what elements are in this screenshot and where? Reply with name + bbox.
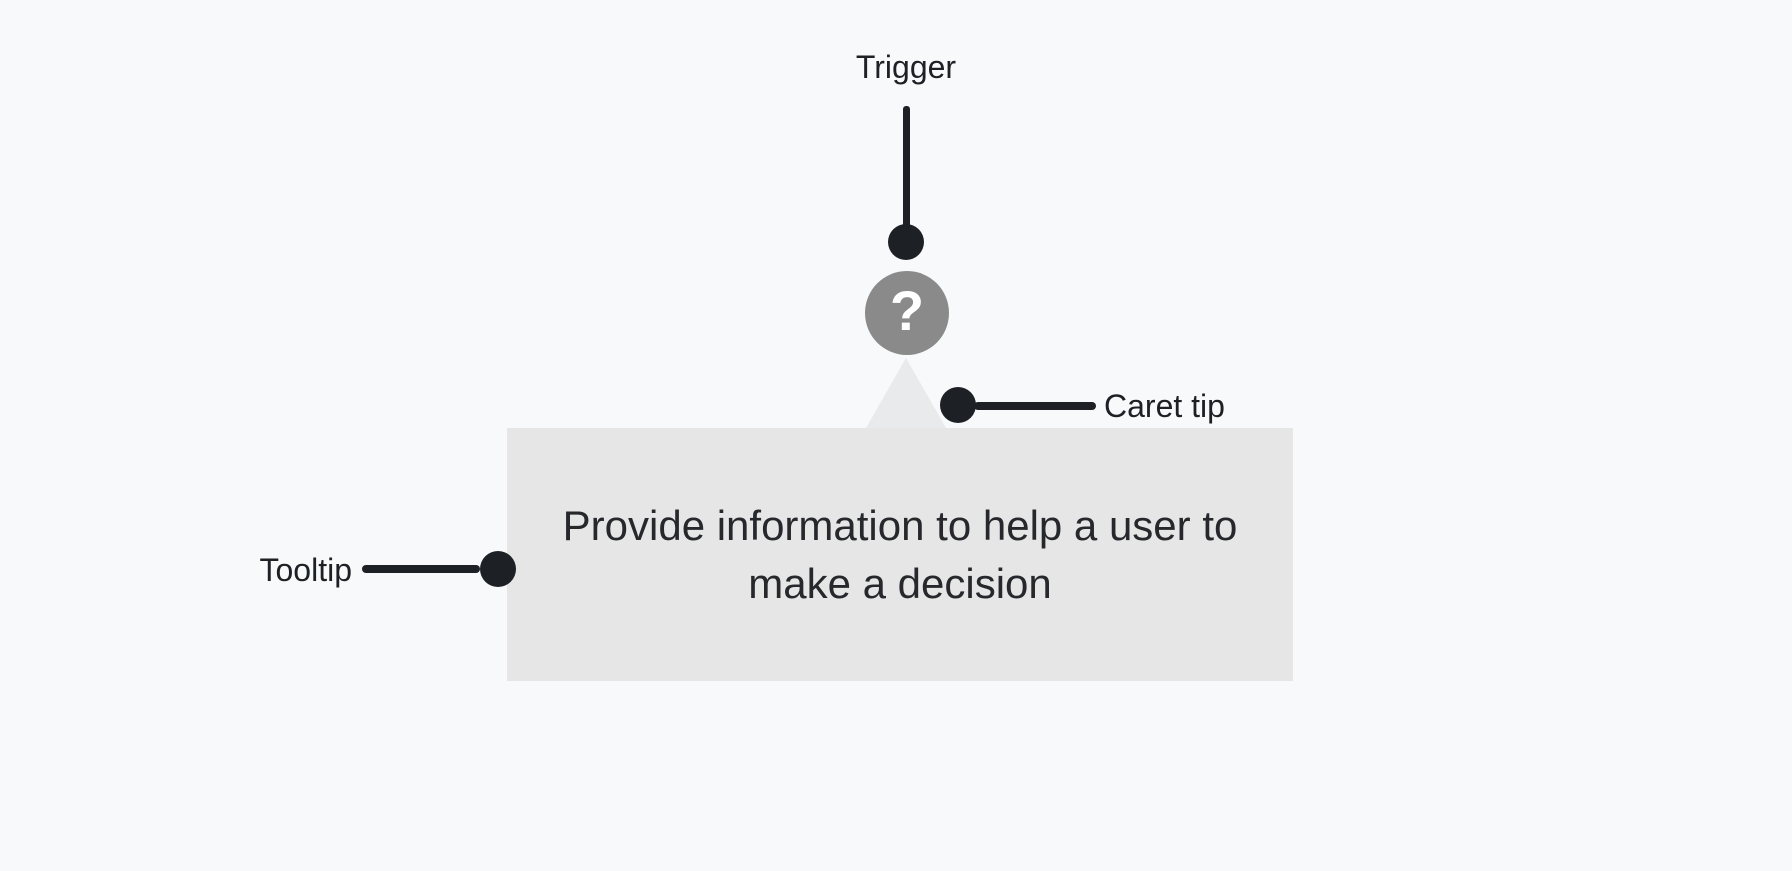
caret-tip-label: Caret tip bbox=[1104, 388, 1225, 424]
tooltip-caret bbox=[866, 358, 946, 428]
caret-tip-leader-line bbox=[974, 402, 1096, 410]
tooltip-text: Provide information to help a user to ma… bbox=[563, 497, 1238, 613]
question-mark-icon: ? bbox=[889, 279, 925, 342]
tooltip-label: Tooltip bbox=[259, 552, 353, 588]
trigger-annotation-dot bbox=[888, 224, 924, 260]
help-trigger-button[interactable]: ? bbox=[865, 271, 949, 355]
tooltip-annotation-dot bbox=[480, 551, 516, 587]
tooltip-leader-line bbox=[362, 565, 480, 573]
trigger-leader-line bbox=[903, 106, 910, 228]
tooltip-text-line2: make a decision bbox=[748, 559, 1052, 607]
caret-tip-annotation-dot bbox=[940, 387, 976, 423]
tooltip-text-line1: Provide information to help a user to bbox=[562, 501, 1238, 549]
trigger-label: Trigger bbox=[855, 49, 957, 85]
tooltip-box: Provide information to help a user to ma… bbox=[507, 428, 1293, 681]
